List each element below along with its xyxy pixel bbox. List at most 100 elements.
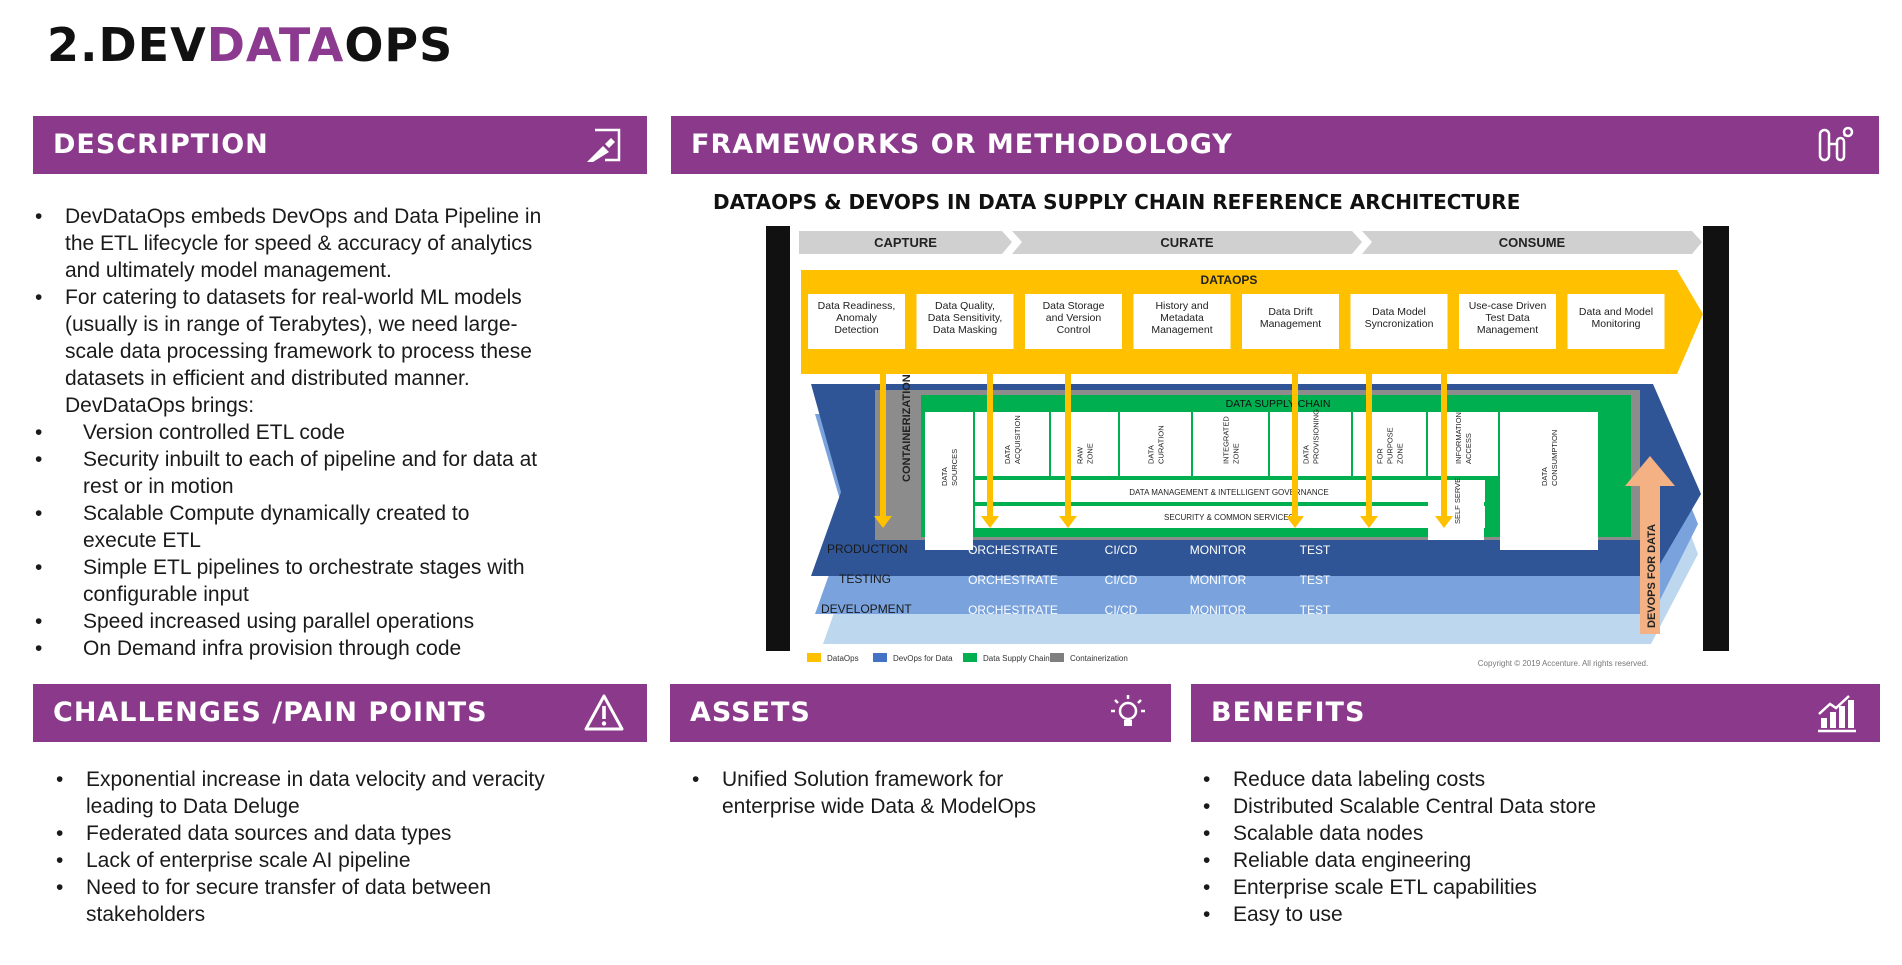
challenges-list: Exponential increase in data velocity an… xyxy=(54,766,644,928)
legend-swatch xyxy=(807,653,821,662)
supply-column-label: ZONE xyxy=(1396,443,1405,464)
data-letter: T xyxy=(773,441,782,458)
list-item: scale data processing framework to proce… xyxy=(65,340,532,363)
self-serve-label: SELF SERVE xyxy=(1453,478,1462,524)
supply-column-label: ACCESS xyxy=(1464,433,1473,464)
right-value-bar xyxy=(1703,226,1729,651)
governance-label: DATA MANAGEMENT & INTELLIGENT GOVERNANCE xyxy=(1129,488,1328,497)
env-item: CI/CD xyxy=(1105,543,1138,557)
supply-column xyxy=(1051,412,1118,476)
list-item: DevDataOps embeds DevOps and Data Pipeli… xyxy=(33,203,643,230)
security-label: SECURITY & COMMON SERVICES xyxy=(1164,513,1294,522)
legend-label: DevOps for Data xyxy=(893,654,953,663)
supply-column xyxy=(1428,412,1498,476)
list-item: For catering to datasets for real-world … xyxy=(33,284,643,311)
supply-column-label: PROVISIONING xyxy=(1312,409,1321,464)
diagram-title: DATAOPS & DEVOPS IN DATA SUPPLY CHAIN RE… xyxy=(713,190,1521,214)
dataops-box xyxy=(1459,294,1556,349)
dataops-box-label: Syncronization xyxy=(1365,318,1434,330)
legend-swatch xyxy=(873,653,887,662)
dataops-box-label: Data Sensitivity, xyxy=(928,312,1003,324)
dataops-arrow-head xyxy=(1059,516,1077,528)
phase-label: CURATE xyxy=(1160,235,1214,250)
list-item: Unified Solution framework for xyxy=(690,766,1160,793)
supply-column-label: RAW xyxy=(1076,446,1085,464)
frameworks-heading: FRAMEWORKS OR METHODOLOGY xyxy=(691,129,1233,160)
env-item: ORCHESTRATE xyxy=(968,603,1058,617)
benefits-header: BENEFITS xyxy=(1191,684,1880,742)
supply-column-label: SOURCES xyxy=(950,449,959,486)
data-letter: A xyxy=(773,415,784,432)
challenges-header: CHALLENGES /PAIN POINTS xyxy=(33,684,647,742)
supply-column-label: INTEGRATED xyxy=(1222,416,1231,464)
value-letter: U xyxy=(1711,452,1722,469)
list-item: Lack of enterprise scale AI pipeline xyxy=(54,847,644,874)
dataops-box-label: Metadata xyxy=(1160,312,1204,324)
dataops-box-label: Data Model xyxy=(1372,306,1426,318)
devops-for-data-arrow xyxy=(1625,456,1675,634)
dataops-box-label: Management xyxy=(1477,324,1538,336)
list-item: Scalable Compute dynamically created to xyxy=(33,500,643,527)
dataops-box-label: Data Drift xyxy=(1268,306,1312,318)
supply-column xyxy=(925,412,973,550)
env-item: TEST xyxy=(1300,543,1331,557)
dataops-box-label: Monitoring xyxy=(1591,318,1640,330)
phase-chevron xyxy=(1012,231,1362,254)
value-letter: A xyxy=(1711,400,1722,417)
dataops-down-arrow xyxy=(1441,374,1447,520)
dataops-down-arrow xyxy=(1065,374,1071,520)
supply-column-label: ACQUISITION xyxy=(1013,415,1022,464)
list-item: On Demand infra provision through code xyxy=(33,635,643,662)
env-item: ORCHESTRATE xyxy=(968,543,1058,557)
description-header: DESCRIPTION xyxy=(33,116,647,174)
list-item: stakeholders xyxy=(86,903,206,926)
dataops-box xyxy=(1242,294,1339,349)
supply-column-label: CONSUMPTION xyxy=(1550,430,1559,486)
supply-column-label: DATA xyxy=(940,467,949,486)
dataops-box-label: Control xyxy=(1057,324,1091,336)
dataops-box-label: Data Readiness, xyxy=(818,300,896,312)
value-letter: E xyxy=(1711,478,1721,495)
list-item: Speed increased using parallel operation… xyxy=(33,608,643,635)
supply-column-label: ZONE xyxy=(1086,443,1095,464)
legend-label: Containerization xyxy=(1070,654,1128,663)
env-item: TEST xyxy=(1300,573,1331,587)
legend-label: Data Supply Chain xyxy=(983,654,1050,663)
supply-column xyxy=(1193,412,1268,476)
phase-label: CONSUME xyxy=(1499,235,1566,250)
env-name: TESTING xyxy=(839,572,891,586)
dataops-box-label: Test Data xyxy=(1485,312,1530,324)
dataops-arrow-head xyxy=(1286,516,1304,528)
dataops-box-label: Management xyxy=(1151,324,1212,336)
data-letter: A xyxy=(773,467,784,484)
list-item: datasets in efficient and distributed ma… xyxy=(65,367,470,390)
env-item: ORCHESTRATE xyxy=(968,573,1058,587)
legend-label: DataOps xyxy=(827,654,859,663)
env-name: PRODUCTION xyxy=(827,542,908,556)
list-item: Exponential increase in data velocity an… xyxy=(54,766,644,793)
challenges-heading: CHALLENGES /PAIN POINTS xyxy=(53,697,488,728)
list-item: Reliable data engineering xyxy=(1201,847,1871,874)
list-item: leading to Data Deluge xyxy=(86,795,300,818)
frameworks-header: FRAMEWORKS OR METHODOLOGY xyxy=(671,116,1879,174)
dataops-down-arrow xyxy=(1292,374,1298,520)
env-item: CI/CD xyxy=(1105,573,1138,587)
env-item: MONITOR xyxy=(1190,603,1247,617)
page-title: 2.DEVDATAOPS xyxy=(47,18,454,72)
supply-column-label: PURPOSE xyxy=(1386,427,1395,464)
assets-header: ASSETS xyxy=(670,684,1171,742)
governance-band xyxy=(975,480,1485,502)
list-item: execute ETL xyxy=(83,529,201,552)
list-item: Distributed Scalable Central Data store xyxy=(1201,793,1871,820)
list-item: Easy to use xyxy=(1201,901,1871,928)
dataops-box-label: History and xyxy=(1155,300,1208,312)
dataops-box xyxy=(916,294,1014,349)
data-letter: D xyxy=(773,389,784,406)
dataops-box-label: Data Storage xyxy=(1043,300,1105,312)
supply-column-label: DATA xyxy=(1540,467,1549,486)
assets-list: Unified Solution framework forenterprise… xyxy=(690,766,1160,820)
value-letter: V xyxy=(1711,374,1721,391)
supply-column xyxy=(1500,412,1598,550)
copyright-text: Copyright © 2019 Accenture. All rights r… xyxy=(1478,659,1648,668)
